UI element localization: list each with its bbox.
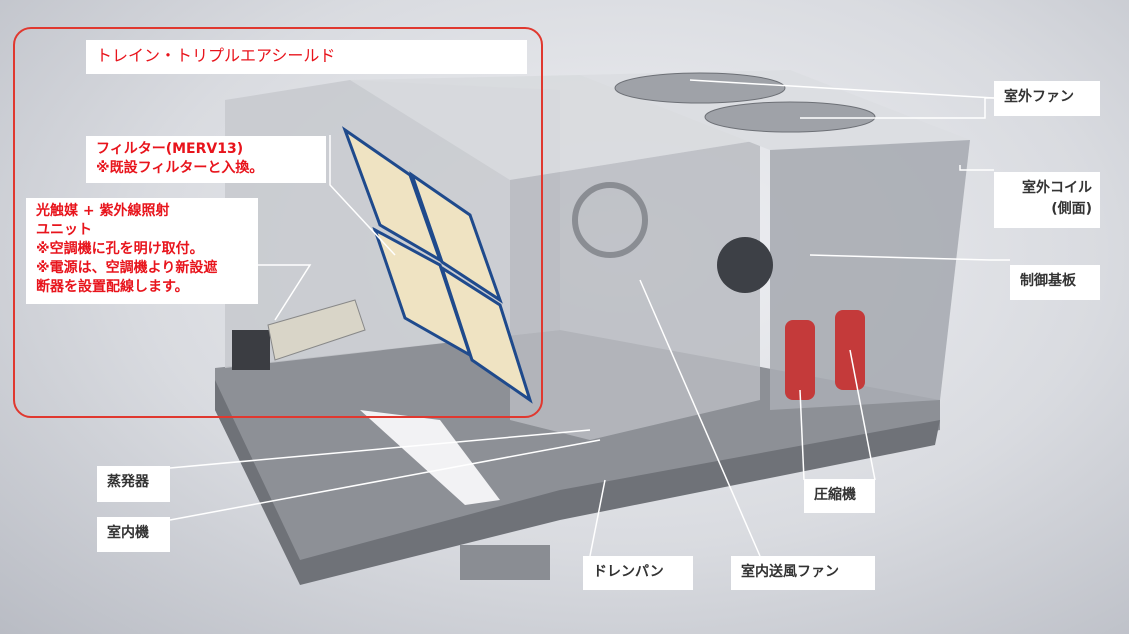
filter-line1: フィルター(MERV13) — [96, 141, 244, 157]
outdoor-coil-label: 室外コイル (側面) — [994, 172, 1100, 228]
compressor-label: 圧縮機 — [804, 479, 875, 513]
filter-label: フィルター(MERV13) ※既設フィルターと入換。 — [86, 136, 326, 183]
drain-pan-label: ドレンパン — [583, 556, 693, 590]
outdoor-coil-text: 室外コイル — [1022, 180, 1092, 196]
filter-line2: ※既設フィルターと入換。 — [96, 160, 264, 176]
evaporator-label: 蒸発器 — [97, 466, 170, 502]
leader-lines — [169, 79, 1010, 557]
uv-line3: ※空調機に孔を明け取付。 — [36, 241, 204, 257]
uv-line1: 光触媒 + 紫外線照射 — [36, 203, 170, 219]
indoor-blower-label: 室内送風ファン — [731, 556, 875, 590]
indoor-unit-label: 室内機 — [97, 517, 170, 552]
triple-air-shield-frame — [13, 27, 543, 418]
control-board-label: 制御基板 — [1010, 265, 1100, 300]
fan-1 — [614, 72, 786, 104]
fan-2 — [704, 101, 876, 133]
uv-unit-box — [232, 330, 270, 370]
blower-motor — [717, 237, 773, 293]
filter-panels — [341, 126, 533, 404]
outdoor-coil-sub: (側面) — [1051, 201, 1092, 217]
compressor-shape — [785, 320, 815, 400]
title-label: トレイン・トリプルエアシールド — [86, 40, 527, 74]
outdoor-fan-label: 室外ファン — [994, 81, 1100, 116]
outdoor-section — [770, 140, 970, 410]
uv-line2: ユニット — [36, 222, 92, 238]
duct-opening — [360, 410, 500, 505]
uv-unit-label: 光触媒 + 紫外線照射 ユニット ※空調機に孔を明け取付。 ※電源は、空調機より… — [26, 198, 258, 304]
uv-line5: 断器を設置配線します。 — [36, 279, 189, 295]
blower-wheel — [572, 182, 648, 258]
uv-line4: ※電源は、空調機より新設遮 — [36, 260, 218, 276]
